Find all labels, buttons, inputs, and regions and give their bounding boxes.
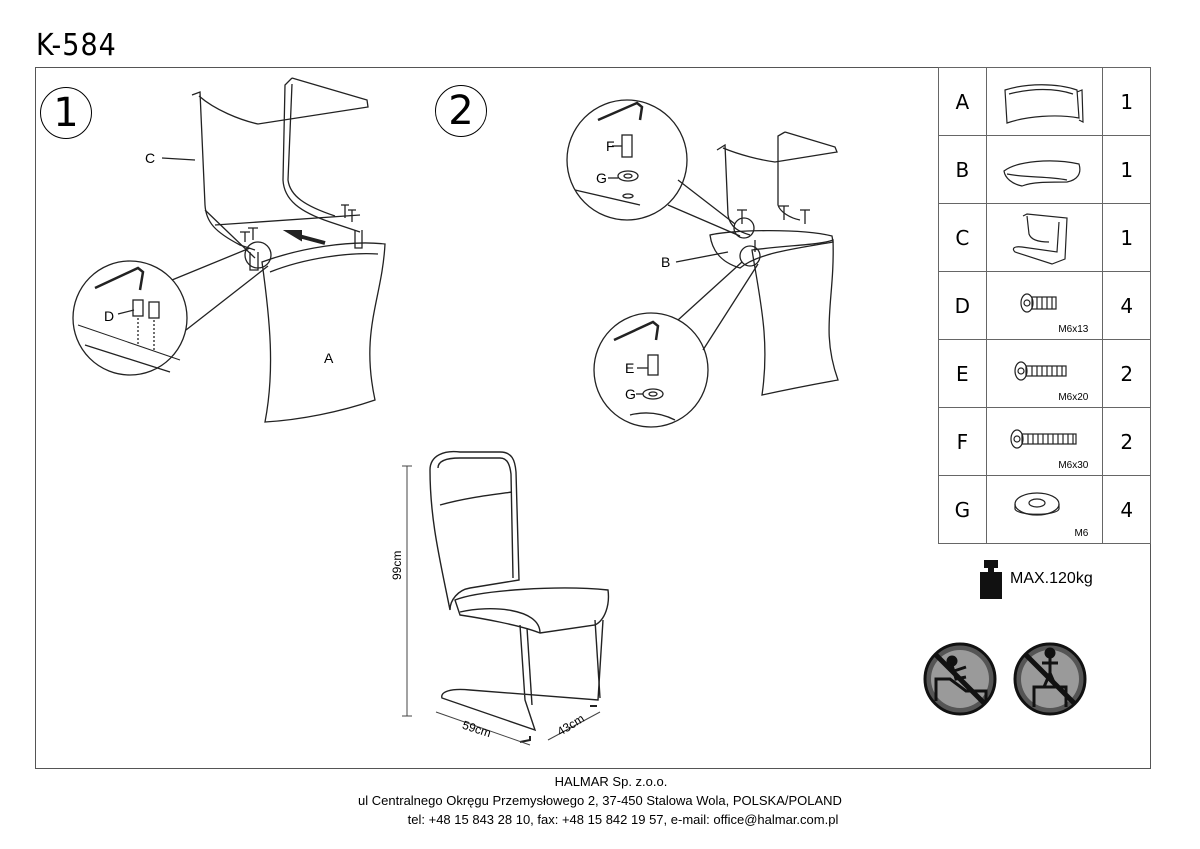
part-qty: 2 — [1102, 339, 1151, 408]
part-size: M6 — [1074, 528, 1089, 539]
label-a: A — [324, 350, 334, 366]
part-qty: 4 — [1102, 271, 1151, 340]
part-letter: C — [938, 203, 987, 272]
part-size: M6x30 — [1058, 460, 1089, 471]
bolt-short-icon: M6x13 — [985, 271, 1104, 340]
parts-row: G M6 4 — [938, 475, 1151, 544]
footer-contact: tel: +48 15 843 28 10, fax: +48 15 842 1… — [407, 812, 839, 827]
washer-icon: M6 — [985, 475, 1104, 544]
label-f: F — [606, 138, 615, 154]
frame-icon — [985, 203, 1104, 272]
bolt-medium-icon: M6x20 — [985, 339, 1104, 408]
backrest-icon — [985, 67, 1104, 136]
parts-row: C 1 — [938, 203, 1151, 272]
part-letter: B — [938, 135, 987, 204]
part-size: M6x13 — [1058, 324, 1089, 335]
label-b: B — [661, 254, 671, 270]
part-qty: 1 — [1102, 135, 1151, 204]
step-2-number: 2 — [435, 85, 487, 137]
part-letter: E — [938, 339, 987, 408]
part-qty: 2 — [1102, 407, 1151, 476]
label-c: C — [145, 150, 156, 166]
part-size: M6x20 — [1058, 392, 1089, 403]
parts-table: A 1 B 1 C 1 D — [938, 67, 1151, 544]
parts-row: B 1 — [938, 135, 1151, 204]
seat-icon — [985, 135, 1104, 204]
label-d: D — [104, 308, 115, 324]
part-letter: D — [938, 271, 987, 340]
weight-icon — [980, 560, 1002, 599]
parts-row: D M6x13 4 — [938, 271, 1151, 340]
footer: HALMAR Sp. z.o.o. ul Centralnego Okręgu … — [0, 772, 1200, 829]
instructions-frame — [35, 67, 1151, 769]
footer-company: HALMAR Sp. z.o.o. — [554, 774, 668, 789]
max-load: MAX.120kg — [978, 558, 1093, 600]
max-load-label: MAX.120kg — [1010, 570, 1093, 587]
part-letter: A — [938, 67, 987, 136]
part-qty: 1 — [1102, 67, 1151, 136]
bolt-long-icon: M6x30 — [985, 407, 1104, 476]
parts-row: A 1 — [938, 67, 1151, 136]
part-letter: G — [938, 475, 987, 544]
footer-address: ul Centralnego Okręgu Przemysłowego 2, 3… — [358, 793, 842, 808]
label-e: E — [625, 360, 635, 376]
part-qty: 1 — [1102, 203, 1151, 272]
document-title: K-584 — [36, 28, 117, 63]
no-standing-on-seat-icon — [923, 642, 997, 716]
parts-row: F M6x30 2 — [938, 407, 1151, 476]
dimension-height: 99cm — [390, 550, 404, 580]
parts-row: E M6x20 2 — [938, 339, 1151, 408]
part-letter: F — [938, 407, 987, 476]
part-qty: 4 — [1102, 475, 1151, 544]
label-g-upper: G — [596, 170, 607, 186]
step-1-number: 1 — [40, 87, 92, 139]
label-g-lower: G — [625, 386, 636, 402]
no-standing-on-chair-icon — [1013, 642, 1087, 716]
